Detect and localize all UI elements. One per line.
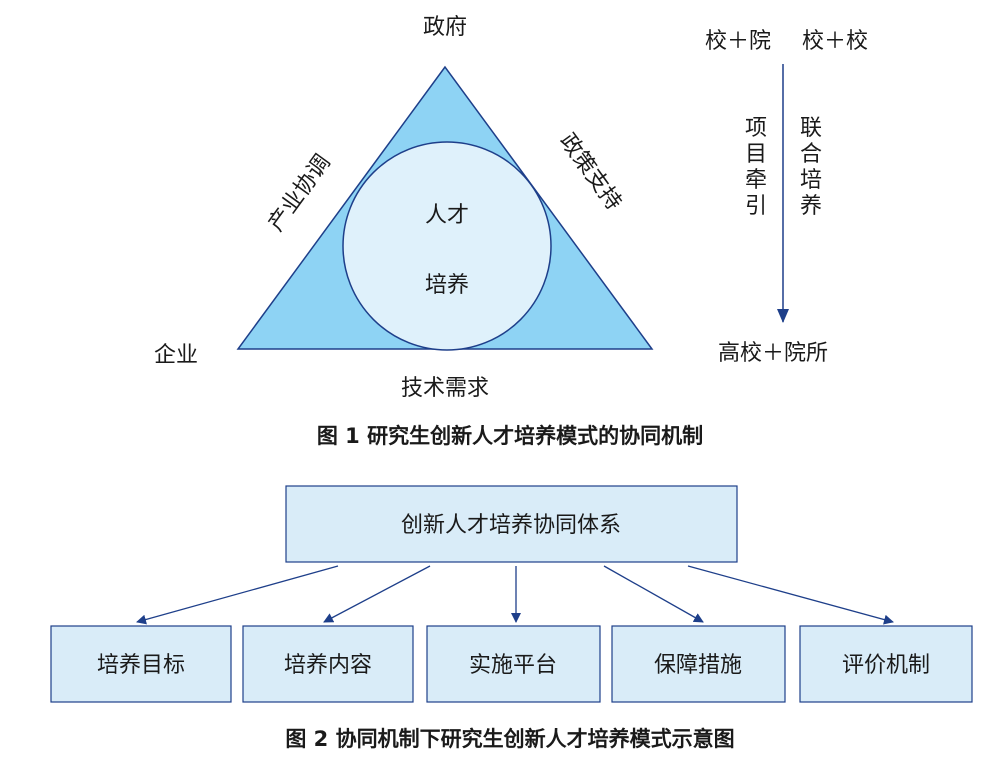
box-safeguard-measures (611, 625, 786, 703)
vertical-left-char: 项 (745, 116, 767, 141)
right-school-school: 校＋校 (802, 29, 868, 54)
vertical-left-char: 牵 (745, 168, 767, 193)
apex-government: 政府 (423, 15, 467, 40)
circle-training: 培养 (425, 273, 469, 298)
box-training-content (242, 625, 414, 703)
side-policy-support: 政策支持 (554, 129, 626, 215)
arrow-to-goal (136, 565, 339, 625)
box-training-goal (50, 625, 232, 703)
right-school-institute: 校＋院 (705, 29, 771, 54)
box-evaluation-mechanism (799, 625, 973, 703)
vertical-right-char: 养 (800, 194, 822, 219)
box-training-content-label: 培养内容 (284, 653, 372, 678)
vertical-left-char: 引 (745, 194, 767, 219)
arrow-to-evaluation (687, 565, 894, 625)
vertical-joint-training: 联 合 培 养 (800, 116, 822, 219)
arrow-to-safeguard (603, 565, 704, 623)
vertical-left-char: 目 (745, 142, 767, 167)
box-implementation-platform-label: 实施平台 (469, 653, 557, 678)
side-industry-coordination: 产业协调 (264, 150, 336, 236)
box-training-goal-label: 培养目标 (97, 653, 185, 678)
figure-1: 政府 企业 技术需求 产业协调 政策支持 人才 培养 校＋院 校＋校 项 目 牵… (154, 15, 868, 448)
figure-2-caption: 图 2 协同机制下研究生创新人才培养模式示意图 (285, 727, 734, 751)
box-safeguard-measures-label: 保障措施 (654, 653, 742, 678)
circle-talent: 人才 (425, 203, 469, 228)
bottom-tech-demand: 技术需求 (401, 376, 489, 401)
figure-1-caption: 图 1 研究生创新人才培养模式的协同机制 (317, 424, 703, 448)
apex-enterprise: 企业 (154, 343, 198, 368)
vertical-right-char: 合 (800, 142, 822, 167)
figure-2: 创新人才培养协同体系 培养目标 培养内容 实施平台 保障措施 评价机制 图 2 … (50, 485, 973, 751)
arrow-to-content (323, 565, 431, 623)
right-university-institute: 高校＋院所 (718, 341, 828, 366)
box-implementation-platform (426, 625, 601, 703)
box-evaluation-mechanism-label: 评价机制 (842, 653, 930, 678)
vertical-right-char: 联 (800, 116, 822, 141)
vertical-right-char: 培 (800, 168, 822, 193)
system-top-box (285, 485, 738, 563)
vertical-project-led: 项 目 牵 引 (745, 116, 767, 219)
talent-training-circle (342, 141, 552, 351)
system-top-label: 创新人才培养协同体系 (401, 513, 621, 538)
